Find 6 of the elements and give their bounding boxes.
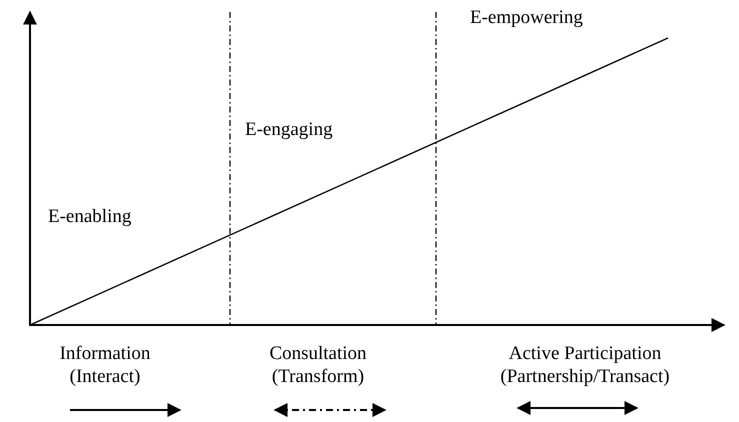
category-label: Information (Interact) [58,342,152,388]
stage-label: E-empowering [470,6,583,29]
category-label: Active Participation (Partnership/Transact) [499,342,671,388]
category-label: Consultation (Transform) [268,342,368,388]
stage-label: E-enabling [48,205,132,228]
stage-label: E-engaging [245,118,333,141]
